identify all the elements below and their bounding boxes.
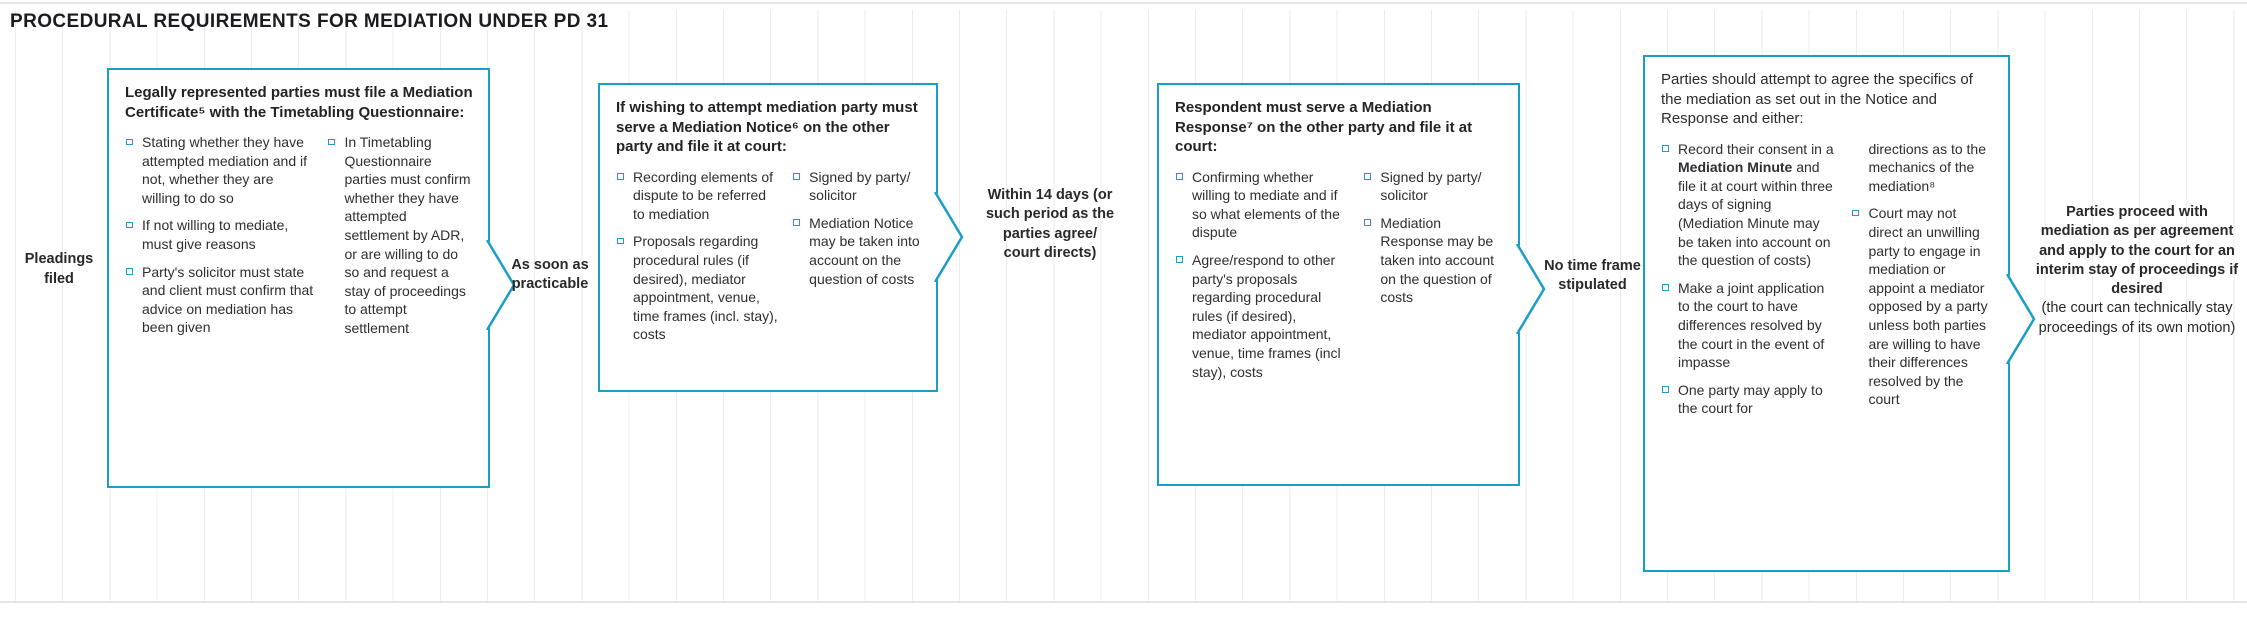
flow-arrow-icon	[2006, 274, 2036, 364]
end-label-note: (the court can technically stay proceedi…	[2038, 300, 2236, 336]
flow-box-mediation-response: Respondent must serve a Mediation Respon…	[1157, 83, 1546, 486]
bullet-item: Signed by party/ solicitor	[792, 168, 922, 205]
top-rule-line	[0, 2, 2247, 4]
connector-label-as-soon-as-practicable: As soon as practicable	[511, 257, 589, 293]
text-fragment: Record their consent in a	[1678, 140, 1834, 157]
end-label-proceed-with-mediation: Parties proceed with mediation as per ag…	[2034, 203, 2240, 338]
bullet-item: Party's solicitor must state and client …	[125, 263, 313, 337]
bullet-column: Confirming whether willing to mediate an…	[1175, 168, 1349, 391]
bullet-column: Signed by party/ solicitor Mediation Not…	[792, 168, 922, 353]
box-columns: Recording elements of dispute to be refe…	[616, 168, 922, 353]
flow-box-agree-specifics: Parties should attempt to agree the spec…	[1643, 55, 2036, 572]
bullet-item: One party may apply to the court for	[1661, 381, 1837, 418]
bullet-item: Mediation Response may be taken into acc…	[1363, 214, 1504, 307]
flow-arrow-icon	[486, 240, 516, 330]
bullet-column: Record their consent in a Mediation Minu…	[1661, 140, 1837, 428]
bullet-column: Recording elements of dispute to be refe…	[616, 168, 778, 353]
flow-arrow-icon	[1516, 244, 1546, 334]
connector-label-within-14-days: Within 14 days (or such period as the pa…	[985, 187, 1115, 261]
box-heading: Respondent must serve a Mediation Respon…	[1175, 99, 1473, 155]
continuation-item: directions as to the mechanics of the me…	[1868, 140, 1986, 194]
bullet-item: Agree/respond to other party's proposals…	[1175, 251, 1349, 381]
bullet-item: Stating whether they have attempted medi…	[125, 133, 313, 207]
text-fragment: and file it at court within three days o…	[1678, 159, 1833, 269]
bullet-column: Stating whether they have attempted medi…	[125, 133, 313, 347]
box-columns: Confirming whether willing to mediate an…	[1175, 168, 1504, 391]
box-heading: Parties should attempt to agree the spec…	[1661, 71, 1973, 127]
flow-box-mediation-certificate: Legally represented parties must file a …	[107, 68, 516, 488]
flow-arrow-icon	[934, 192, 964, 282]
bullet-item: Confirming whether willing to mediate an…	[1175, 168, 1349, 242]
box-columns: Stating whether they have attempted medi…	[125, 133, 474, 347]
box-heading: If wishing to attempt mediation party mu…	[616, 99, 918, 155]
bullet-column: directions as to the mechanics of the me…	[1851, 140, 1994, 428]
end-label-bold: Parties proceed with mediation as per ag…	[2035, 204, 2239, 298]
box-columns: Record their consent in a Mediation Minu…	[1661, 140, 1994, 428]
bullet-item: Make a joint application to the court to…	[1661, 279, 1837, 372]
bullet-column: In Timetabling Questionnaire parties mus…	[327, 133, 474, 347]
bullet-item: If not willing to mediate, must give rea…	[125, 216, 313, 253]
flow-box-mediation-notice: If wishing to attempt mediation party mu…	[598, 83, 964, 392]
bullet-item: In Timetabling Questionnaire parties mus…	[327, 133, 474, 338]
bullet-column: Signed by party/ solicitor Mediation Res…	[1363, 168, 1504, 391]
connector-label-no-time-frame: No time frame stipulated	[1544, 258, 1641, 294]
bullet-item: Record their consent in a Mediation Minu…	[1661, 140, 1837, 270]
bullet-item: Mediation Notice may be taken into accou…	[792, 214, 922, 288]
page-title: PROCEDURAL REQUIREMENTS FOR MEDIATION UN…	[10, 11, 609, 32]
bullet-item: Signed by party/ solicitor	[1363, 168, 1504, 205]
bullet-item: Proposals regarding procedural rules (if…	[616, 232, 778, 344]
text-fragment-bold: Mediation Minute	[1678, 159, 1793, 176]
start-label-pleadings-filed: Pleadings filed	[24, 251, 94, 287]
bottom-rule-line	[0, 601, 2247, 603]
bullet-item: Court may not direct an unwilling party …	[1851, 204, 1994, 409]
box-heading: Legally represented parties must file a …	[125, 84, 473, 121]
bullet-item: Recording elements of dispute to be refe…	[616, 168, 778, 224]
